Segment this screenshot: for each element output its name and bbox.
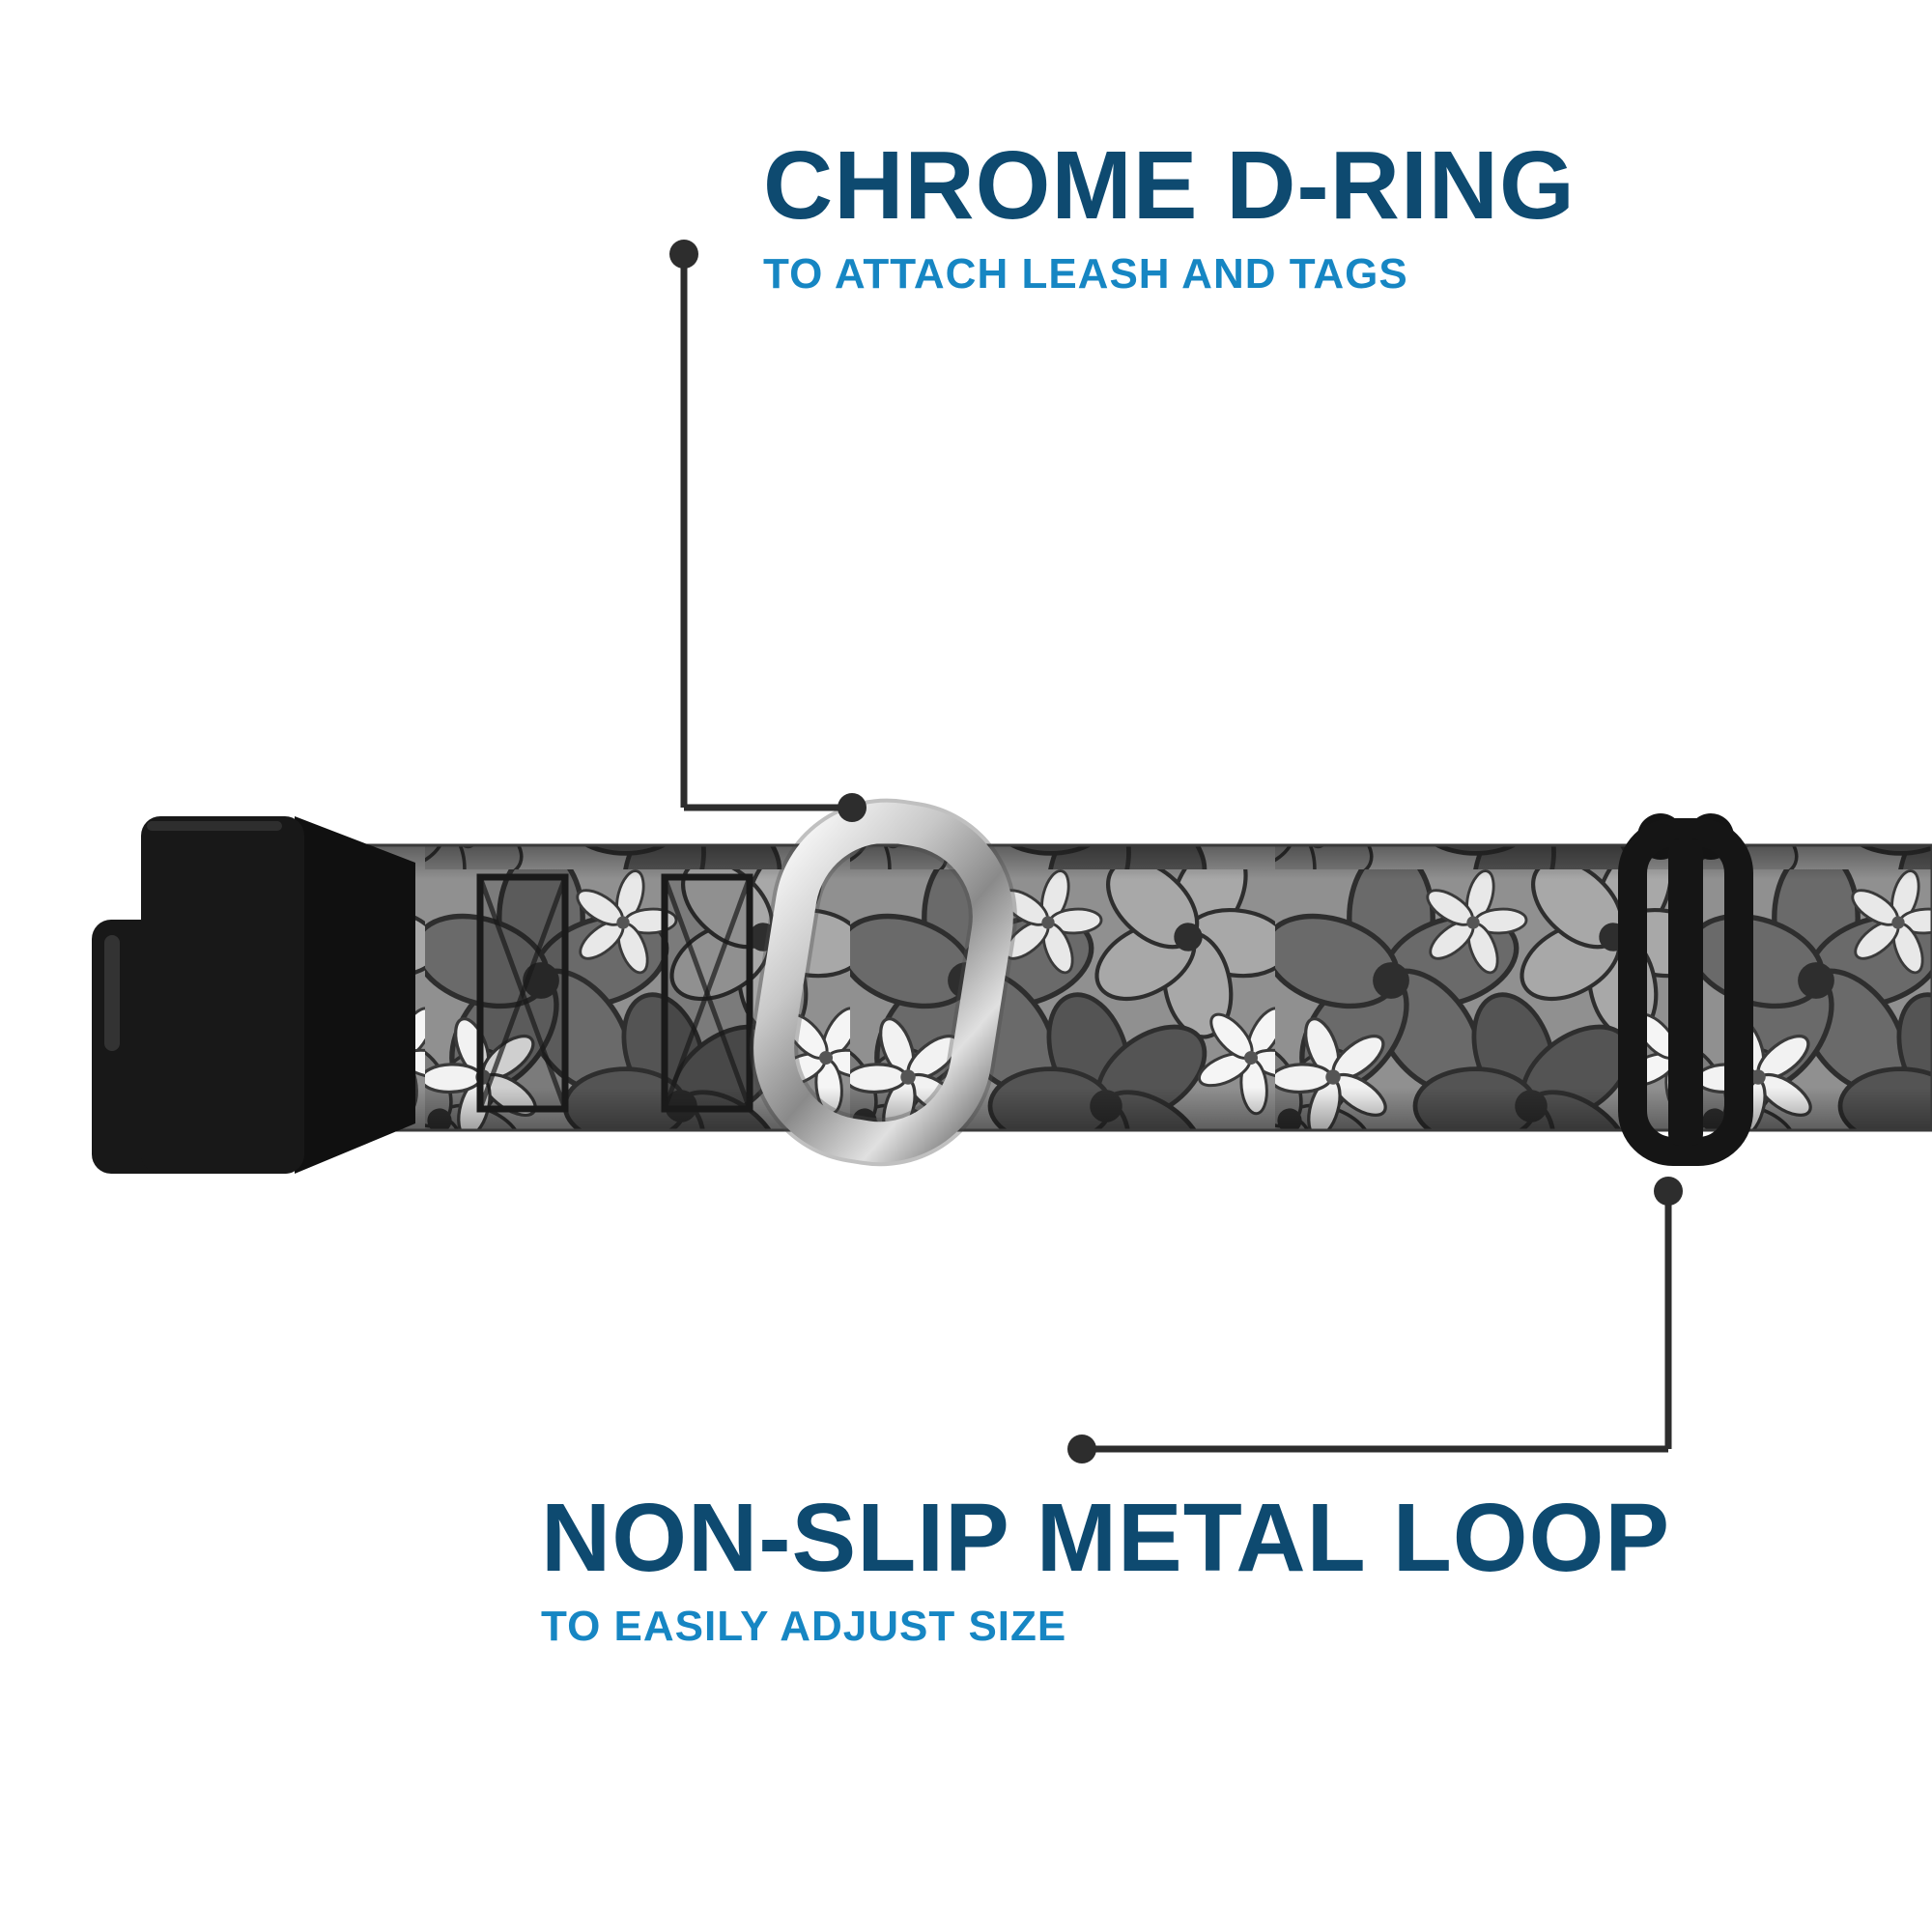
callout-bottom-line (1067, 1177, 1683, 1463)
annotation-top-title: CHROME D-RING (763, 131, 1576, 240)
annotation-bottom: NON-SLIP METAL LOOP TO EASILY ADJUST SIZ… (541, 1488, 1797, 1651)
callout-top-line (669, 240, 867, 822)
patterned-strap (327, 843, 1932, 1132)
chrome-d-ring (750, 798, 1017, 1167)
annotation-top-subtitle: TO ATTACH LEASH AND TAGS (763, 250, 1408, 298)
annotation-top: CHROME D-RING TO ATTACH LEASH AND TAGS (763, 135, 1826, 298)
side-release-buckle (92, 816, 415, 1174)
annotation-bottom-title: NON-SLIP METAL LOOP (541, 1484, 1671, 1592)
stitch-boxes (476, 873, 753, 1113)
annotation-bottom-subtitle: TO EASILY ADJUST SIZE (541, 1603, 1067, 1650)
non-slip-metal-loop (1618, 813, 1753, 1166)
